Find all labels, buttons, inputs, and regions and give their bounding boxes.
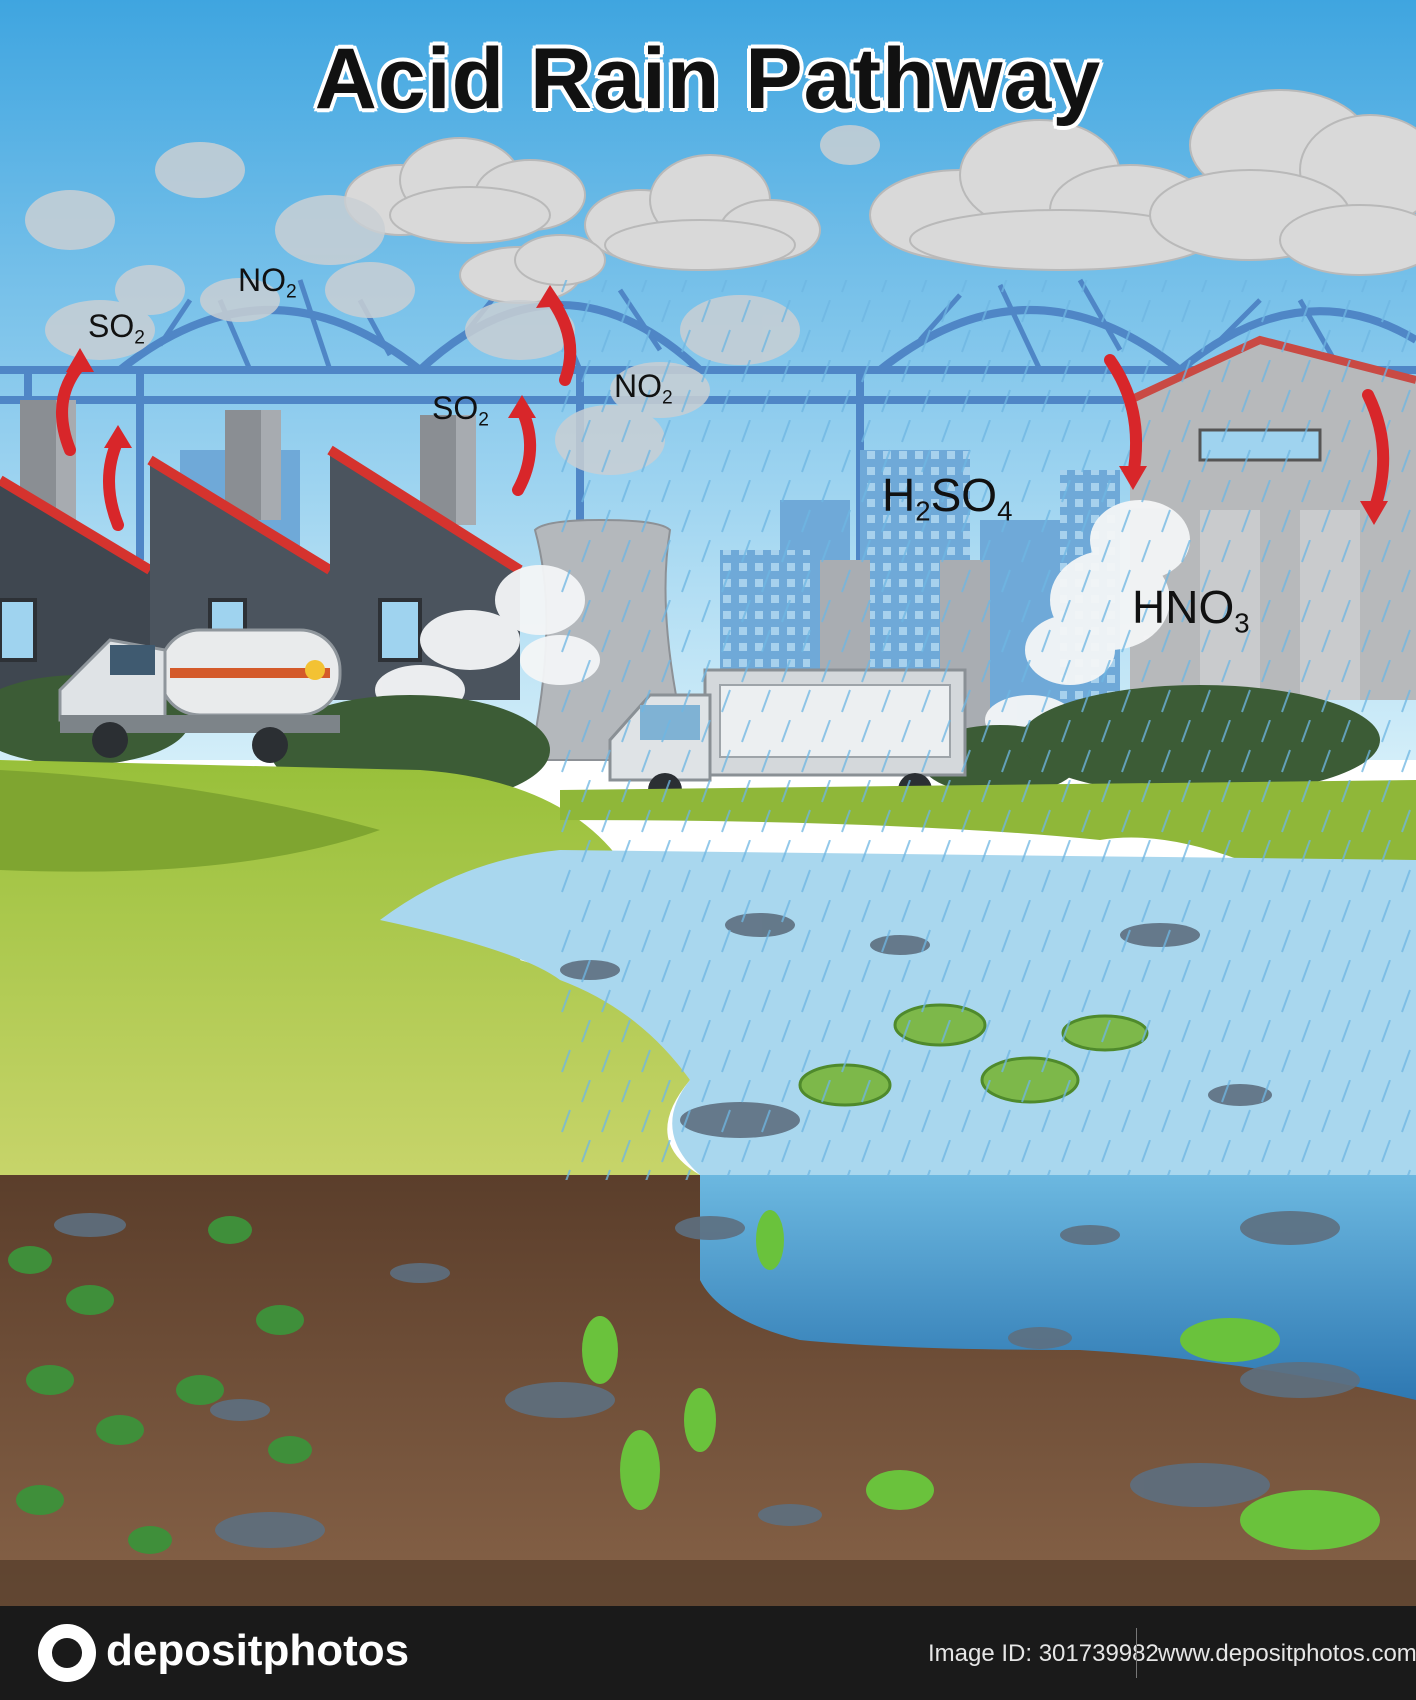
tanker-truck xyxy=(58,628,342,763)
acid-rain-illustration xyxy=(0,0,1416,1606)
footer-image-id: Image ID: 301739982 xyxy=(928,1640,1159,1667)
arrow-down-2 xyxy=(1362,389,1390,516)
label-no2-center: NO2 xyxy=(614,368,673,409)
label-no2-left: NO2 xyxy=(238,262,297,303)
arrow-heads xyxy=(66,285,1388,525)
footer-divider xyxy=(1136,1628,1137,1678)
rain xyxy=(560,280,1416,1180)
footer-site: www.depositphotos.com xyxy=(1158,1640,1416,1667)
water-plants xyxy=(8,1210,1380,1554)
arrow-up-4 xyxy=(546,294,577,386)
grass-island xyxy=(0,770,380,872)
label-hno3: HNO3 xyxy=(1132,581,1250,639)
watermark-footer: depositphotos Image ID: 301739982 www.de… xyxy=(0,1606,1416,1700)
footer-brand: depositphotos xyxy=(106,1626,410,1675)
depositphotos-logo-icon xyxy=(38,1624,96,1682)
label-so2-left: SO2 xyxy=(88,308,145,349)
arrow-up-1 xyxy=(56,359,86,456)
clouds xyxy=(344,89,1416,304)
arrow-up-2 xyxy=(103,434,124,531)
seabed-band xyxy=(0,1560,1416,1606)
page-title: Acid Rain Pathway xyxy=(314,31,1102,127)
label-so2-center: SO2 xyxy=(432,390,489,431)
label-h2so4: H2SO4 xyxy=(882,469,1013,527)
arrow-down-1 xyxy=(1104,354,1143,481)
